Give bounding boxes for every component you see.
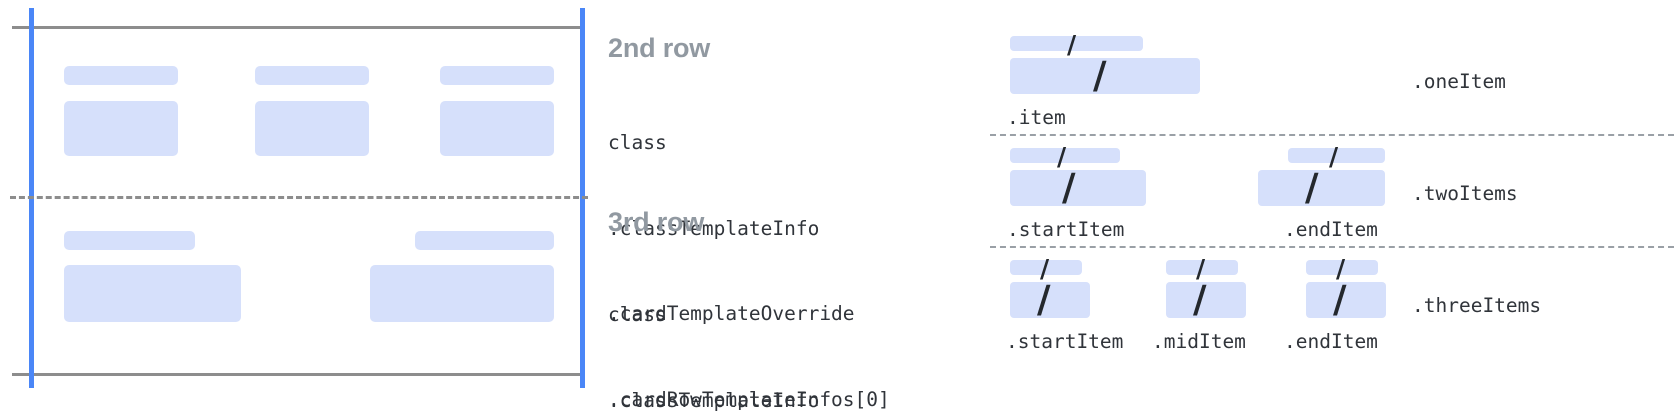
item-label-box <box>1010 148 1120 163</box>
variant-label: .twoItems <box>1412 182 1518 205</box>
code-line: .classTemplateInfo <box>608 388 820 412</box>
item-value-box <box>1258 170 1385 206</box>
code-line: .cardRowTemplateInfos[0] <box>608 387 890 411</box>
annotation-heading: 3rd row <box>608 207 705 237</box>
item-slot-label: .endItem <box>1284 330 1378 353</box>
row-divider <box>10 196 588 199</box>
item-value-box <box>1010 282 1090 318</box>
item-label-box <box>1288 148 1385 163</box>
slash-icon: / <box>1067 30 1077 59</box>
annotation-code: class .classTemplateInfo .cardTemplateOv… <box>608 244 890 412</box>
annotation-code: class .classTemplateInfo .cardTemplateOv… <box>608 72 890 412</box>
item-slot-label: .midItem <box>1152 330 1246 353</box>
bottom-guide-line <box>12 373 582 376</box>
item-label-box <box>1166 260 1238 275</box>
card-row-template-preview <box>0 0 600 412</box>
annotation-heading: 2nd row <box>608 33 711 63</box>
slash-icon: / <box>1040 254 1050 283</box>
item-slot-label: .item <box>1007 106 1066 129</box>
label-placeholder <box>64 231 195 250</box>
annotations-panel: 2nd row class .classTemplateInfo .cardTe… <box>604 0 984 412</box>
slash-icon: / <box>1336 254 1346 283</box>
label-placeholder <box>415 231 554 250</box>
slash-icon: / <box>1193 278 1207 321</box>
code-line: class <box>608 303 667 326</box>
variant-separator <box>990 134 1674 136</box>
variant-label: .oneItem <box>1412 70 1506 93</box>
value-placeholder <box>440 101 554 156</box>
slash-icon: / <box>1093 54 1107 97</box>
slash-icon: / <box>1037 278 1051 321</box>
item-slot-label: .endItem <box>1284 218 1378 241</box>
label-placeholder <box>440 66 554 85</box>
slash-icon: / <box>1305 166 1319 209</box>
item-value-box <box>1306 282 1386 318</box>
item-label-box <box>1306 260 1378 275</box>
item-label-box <box>1010 36 1143 51</box>
item-value-box <box>1010 58 1200 94</box>
variant-separator <box>990 246 1674 248</box>
slash-icon: / <box>1062 166 1076 209</box>
item-layout-variants: / / .item .oneItem / / .startItem / / .e… <box>988 0 1676 412</box>
item-value-box <box>1010 170 1146 206</box>
value-placeholder <box>370 265 554 322</box>
code-line: .classTemplateInfo <box>608 216 820 240</box>
code-line: .cardTemplateOverride <box>608 302 855 325</box>
slash-icon: / <box>1196 254 1206 283</box>
value-placeholder <box>64 265 241 322</box>
label-placeholder <box>64 66 178 85</box>
item-slot-label: .startItem <box>1007 218 1125 241</box>
slash-icon: / <box>1329 142 1339 171</box>
value-placeholder <box>64 101 178 156</box>
value-placeholder <box>255 101 369 156</box>
top-guide-line <box>12 26 582 29</box>
item-label-box <box>1010 260 1082 275</box>
variant-label: .threeItems <box>1412 294 1542 317</box>
item-slot-label: .startItem <box>1006 330 1124 353</box>
slash-icon: / <box>1057 142 1067 171</box>
slash-icon: / <box>1333 278 1347 321</box>
item-value-box <box>1166 282 1246 318</box>
code-line: class <box>608 131 667 154</box>
label-placeholder <box>255 66 369 85</box>
